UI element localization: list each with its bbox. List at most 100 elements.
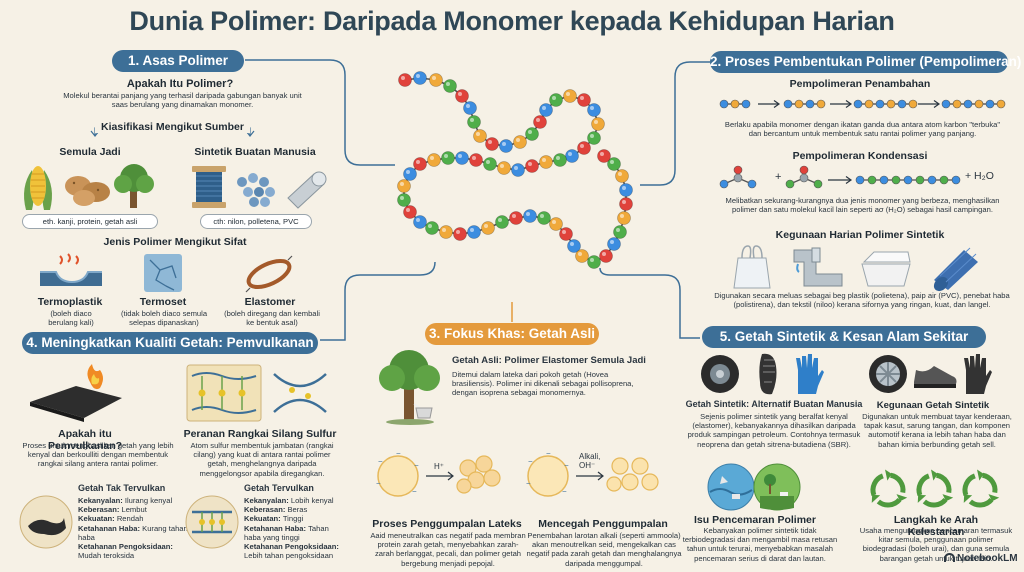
atom [855, 175, 865, 185]
property-label: Kekanyalan: [78, 496, 125, 505]
water-label: + H₂O [965, 170, 994, 182]
property-value: Lobih kenyal [290, 496, 334, 505]
thermoplastic-text: (boleh diaco berulang kali) [48, 309, 94, 328]
property-row: Keberasan: Beras [244, 505, 344, 514]
property-value: Beras [287, 505, 308, 515]
pellets-icon [237, 173, 275, 207]
condensation-text: Melibatkan sekurang-kurangnya dua jenis … [725, 196, 1000, 215]
foam-container-icon [861, 251, 911, 287]
recycle-icon [916, 469, 954, 508]
svg-text:−: − [564, 461, 569, 470]
unvulcanized-title: Getah Tak Tervulkan [78, 483, 166, 493]
property-value: Kurang tahan haba [78, 523, 188, 542]
pvc-pipe-icon [287, 171, 327, 209]
thermoplastic-title: Termoplastik [37, 296, 103, 308]
svg-text:−: − [414, 461, 419, 470]
atom [747, 179, 757, 189]
property-value: Rendah [116, 514, 144, 524]
svg-text:−: − [376, 479, 381, 488]
atom [963, 99, 973, 109]
acid-label: H⁺ [434, 462, 444, 471]
atom [816, 99, 826, 109]
atom [915, 175, 925, 185]
addition-title: Pempolimeran Penambahan [789, 78, 931, 90]
what-polymer-title: Apakah Itu Polimer? [126, 78, 234, 90]
atom [939, 175, 949, 185]
svg-text:−: − [528, 457, 533, 466]
atom [952, 99, 962, 109]
thread-spool-icon [192, 166, 226, 208]
elastomer-icon [245, 255, 293, 293]
atom [741, 99, 751, 109]
section1-pill: 1. Asas Polimer [112, 50, 244, 72]
tire-icon [701, 355, 739, 393]
addition-polymerization-diagram [719, 99, 1006, 109]
natural-rubber-text: Ditemui dalam lateka dari pokoh getah (H… [452, 370, 634, 398]
atom [927, 175, 937, 185]
alkali-label: Alkali, OH⁻ [579, 452, 601, 471]
property-row: Kekanyalan: Ilurang kenyal [78, 496, 188, 505]
car-wheel-icon [869, 355, 907, 393]
atom [897, 99, 907, 109]
what-polymer-text: Molekul berantai panjang yang terhasil d… [63, 91, 302, 110]
property-row: Kekanyalan: Lobih kenyal [244, 496, 344, 505]
work-glove-icon [964, 354, 992, 394]
condensation-polymerization-diagram [719, 165, 961, 189]
thermoplastic-icon [40, 253, 102, 286]
sustainability-title: Langkah ke Arah Kelestarian [893, 514, 979, 538]
property-row: Kekuatan: Rendah [78, 514, 188, 523]
plastic-bag-icon [733, 245, 771, 289]
property-row: Keberasan: Lembut [78, 505, 188, 514]
atom [813, 179, 823, 189]
potato-icon [65, 176, 110, 206]
atom [908, 99, 918, 109]
prevent-title: Mencegah Penggumpalan [538, 518, 668, 530]
vulcanized-rubber-icon [185, 495, 239, 549]
natural-examples: eth. kanji, protein, getah asli [22, 214, 158, 229]
glove-icon [796, 354, 824, 394]
synthetic-title: Sintetik Buatan Manusia [194, 146, 316, 158]
natural-rubber-title: Getah Asli: Polimer Elastomer Semula Jad… [452, 355, 646, 366]
property-row: Ketahanan Pengoksidaan: Lebih tahan peng… [244, 542, 344, 560]
unvulcanized-rubber-icon [19, 495, 73, 549]
property-label: Ketahanan Pengoksidaan: [78, 542, 173, 552]
sneaker-icon [914, 366, 957, 388]
condensation-plus: + [775, 171, 782, 183]
property-value: Lembut [121, 505, 147, 515]
atom [719, 179, 729, 189]
synthetic-use-text: Digunakan untuk membuat tayar kenderaan,… [862, 412, 1012, 449]
prevent-text: Penembahan larotan alkali (seperti ammoo… [526, 531, 682, 568]
property-label: Ketahanan Haba: [78, 523, 143, 533]
svg-text:−: − [546, 449, 551, 458]
property-label: Keberasan: [78, 505, 122, 515]
what-vulcanization-title: Apakah itu Pemvulkanan? [47, 428, 123, 452]
coagulation-title: Proses Penggumpalan Lateks [372, 518, 522, 530]
role-crosslink-text: Atom sulfur membentuk jambatan (rangkai … [190, 441, 334, 478]
rubber-tree-icon [379, 350, 440, 425]
pollution-title: Isu Pencemaran Polimer [694, 514, 816, 526]
elastomer-title: Elastomer [244, 296, 296, 308]
property-label: Keberasan: [244, 505, 288, 515]
synthetic-alt-text: Sejenis polimer sintetik yang beralfat k… [687, 412, 861, 449]
property-value: Mudah teroksida [78, 551, 135, 561]
property-row: Ketahanan Haba: Kurang tahan haba [78, 524, 188, 542]
property-value: Lebih tahan pengoksidaan [244, 551, 334, 561]
recycle-icons [870, 469, 1000, 508]
property-label: Kekuatan: [78, 514, 117, 524]
rubber-chains-icon [273, 373, 327, 413]
property-class-title: Jenis Polimer Mengikut Sifat [103, 236, 247, 248]
pvc-pipe-water-icon [793, 247, 843, 287]
thermoset-text: (tidak boleh diaco semula selepas dipana… [120, 309, 208, 328]
atom [733, 165, 743, 175]
atom [853, 99, 863, 109]
pollution-text: Kebanyakan polimer sintetik tidak terbio… [682, 526, 838, 563]
property-label: Ketahanan Pengoksidaan: [244, 542, 339, 552]
corn-icon [24, 166, 52, 210]
svg-text:−: − [562, 487, 567, 496]
svg-text:−: − [412, 487, 417, 496]
natural-title: Semula Jadi [59, 146, 121, 158]
page-title: Dunia Polimer: Daripada Monomer kepada K… [129, 6, 895, 36]
vulcanization-fire-icon [30, 364, 122, 422]
brand-logo-icon [944, 553, 955, 562]
